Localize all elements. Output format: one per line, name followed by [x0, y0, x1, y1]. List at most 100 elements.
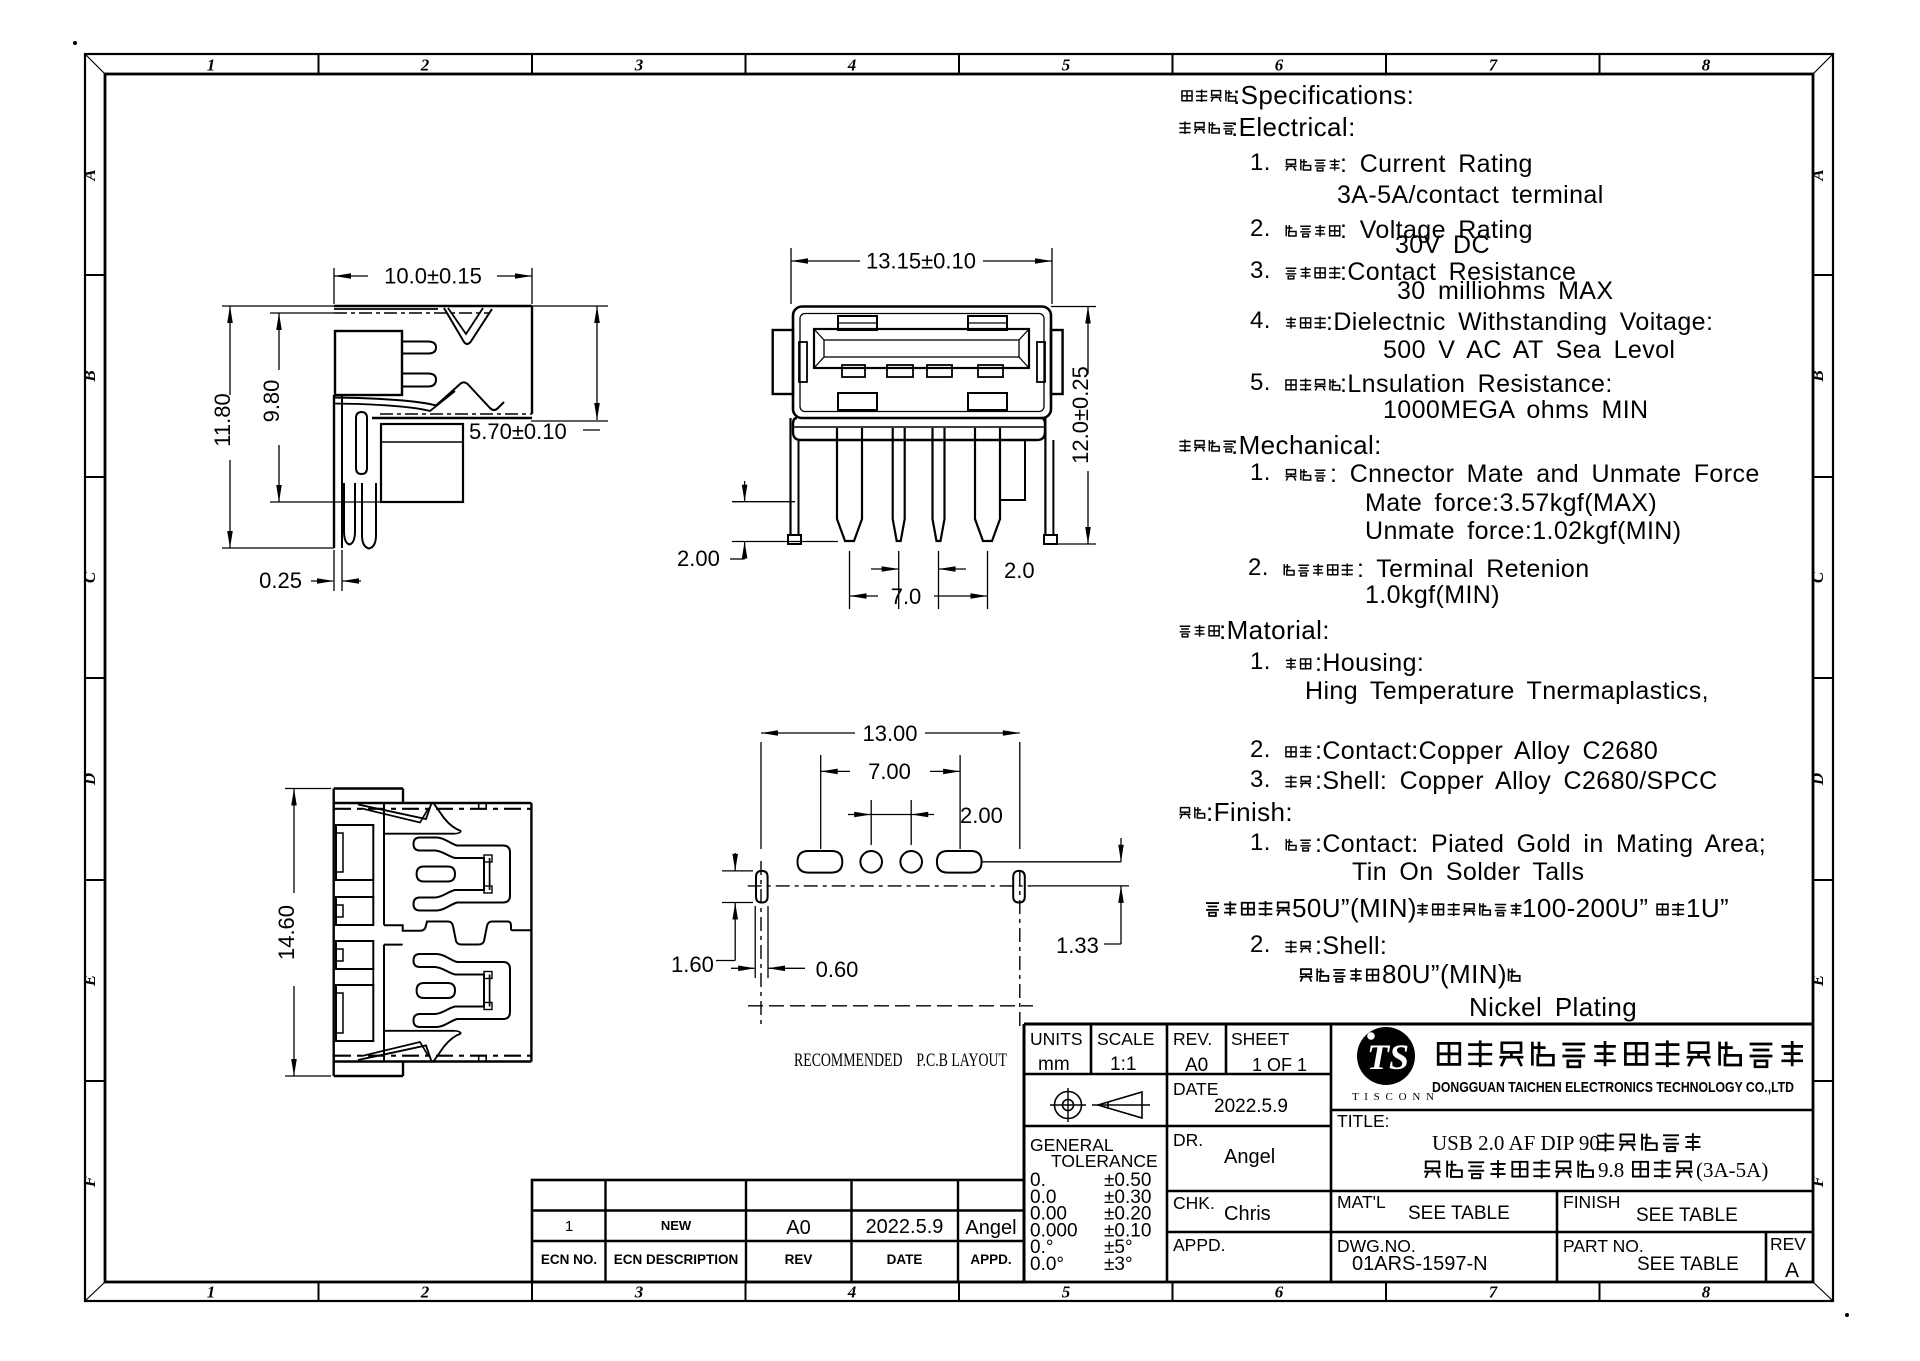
- svg-text:A0: A0: [786, 1217, 810, 1239]
- svg-text:±0.20: ±0.20: [1104, 1204, 1151, 1225]
- svg-text:1000MEGA ohms MIN: 1000MEGA ohms MIN: [1383, 396, 1649, 424]
- svg-text:0.°: 0.°: [1030, 1237, 1053, 1258]
- svg-text:F: F: [1808, 1175, 1827, 1188]
- svg-text:0.60: 0.60: [816, 957, 859, 982]
- svg-text:1.: 1.: [1250, 829, 1271, 856]
- svg-text:A: A: [1785, 1259, 1799, 1282]
- svg-text:A: A: [80, 169, 99, 181]
- svg-text::Shell:: :Shell:: [1315, 932, 1387, 960]
- svg-text::Contact: Piated Gold in Mati: :Contact: Piated Gold in Mating Area;: [1315, 830, 1766, 858]
- svg-text:5: 5: [1062, 1283, 1071, 1302]
- svg-text:DATE: DATE: [887, 1252, 923, 1267]
- svg-text:01ARS-1597-N: 01ARS-1597-N: [1352, 1253, 1488, 1275]
- svg-text:±0.30: ±0.30: [1104, 1187, 1151, 1208]
- svg-text:Unmate force:1.02kgf(MIN): Unmate force:1.02kgf(MIN): [1365, 517, 1682, 545]
- svg-text:USB 2.0 AF DIP 90: USB 2.0 AF DIP 90: [1432, 1131, 1600, 1155]
- svg-text:TOLERANCE: TOLERANCE: [1051, 1151, 1158, 1171]
- svg-text:1:1: 1:1: [1110, 1054, 1136, 1075]
- svg-text:2022.5.9: 2022.5.9: [866, 1216, 944, 1238]
- svg-text:80U”(MIN): 80U”(MIN): [1382, 959, 1507, 989]
- svg-text:14.60: 14.60: [274, 905, 299, 960]
- svg-text:13.00: 13.00: [862, 721, 917, 746]
- svg-text:C: C: [1808, 571, 1827, 583]
- svg-text:REV.: REV.: [1173, 1029, 1212, 1049]
- svg-text:FINISH: FINISH: [1563, 1192, 1620, 1212]
- svg-text::Dielectnic Withstanding Voita: :Dielectnic Withstanding Voitage:: [1326, 308, 1713, 336]
- svg-text:DATE: DATE: [1173, 1079, 1218, 1099]
- svg-text:REV: REV: [1770, 1234, 1806, 1254]
- svg-text:APPD.: APPD.: [970, 1252, 1011, 1267]
- svg-text:30 milliohms MAX: 30 milliohms MAX: [1397, 277, 1613, 305]
- svg-text:RECOMMENDED P.C.B LAYOUT: RECOMMENDED P.C.B LAYOUT: [794, 1050, 1007, 1071]
- svg-text:50U”(MIN): 50U”(MIN): [1292, 893, 1417, 923]
- svg-text:8: 8: [1702, 56, 1711, 75]
- svg-text:Hing Temperature Tnermaplast: Hing Temperature Tnermaplastics,: [1305, 677, 1709, 705]
- svg-text:9.80: 9.80: [259, 380, 284, 423]
- svg-text::Mechanical:: :Mechanical:: [1231, 430, 1382, 460]
- svg-text:6: 6: [1275, 1283, 1284, 1302]
- svg-text:6: 6: [1275, 56, 1284, 75]
- svg-text:SCALE: SCALE: [1097, 1029, 1154, 1049]
- svg-text:7: 7: [1489, 56, 1499, 75]
- svg-text:30V DC: 30V DC: [1395, 231, 1490, 259]
- svg-text:D: D: [80, 773, 99, 786]
- svg-text:Angel: Angel: [1224, 1146, 1275, 1168]
- svg-text:1.: 1.: [1250, 149, 1271, 176]
- svg-text:1 OF 1: 1 OF 1: [1252, 1055, 1307, 1075]
- svg-text:GENERAL: GENERAL: [1030, 1135, 1114, 1155]
- svg-text:C: C: [80, 571, 99, 583]
- svg-text:5: 5: [1062, 56, 1071, 75]
- svg-text:0.00: 0.00: [1030, 1204, 1067, 1225]
- svg-text:0.0°: 0.0°: [1030, 1254, 1064, 1275]
- svg-text:DWG.NO.: DWG.NO.: [1337, 1236, 1416, 1256]
- svg-text:2.: 2.: [1250, 931, 1271, 958]
- svg-text:10.0±0.15: 10.0±0.15: [384, 264, 482, 289]
- svg-text:1.: 1.: [1250, 459, 1271, 486]
- svg-text:2.00: 2.00: [960, 803, 1003, 828]
- svg-text:±5°: ±5°: [1104, 1237, 1133, 1258]
- svg-text:DR.: DR.: [1173, 1130, 1203, 1150]
- svg-text:1: 1: [207, 1283, 216, 1302]
- svg-text:SEE TABLE: SEE TABLE: [1636, 1205, 1738, 1226]
- svg-text:Chris: Chris: [1224, 1203, 1271, 1225]
- svg-text::Finish:: :Finish:: [1206, 797, 1293, 827]
- svg-text:2.00: 2.00: [677, 546, 720, 571]
- svg-text:13.15±0.10: 13.15±0.10: [866, 249, 976, 274]
- svg-text:±0.10: ±0.10: [1104, 1220, 1151, 1241]
- svg-text:0.25: 0.25: [259, 568, 302, 593]
- svg-text:T I S C O N N: T I S C O N N: [1352, 1091, 1435, 1103]
- svg-text:3.: 3.: [1250, 257, 1271, 284]
- svg-text:A: A: [1808, 169, 1827, 181]
- svg-text:1.: 1.: [1250, 648, 1271, 675]
- svg-text:±3°: ±3°: [1104, 1254, 1133, 1275]
- svg-text:E: E: [1808, 975, 1827, 987]
- svg-text:APPD.: APPD.: [1173, 1235, 1226, 1255]
- svg-text:1U”: 1U”: [1686, 893, 1729, 923]
- svg-text:4.: 4.: [1250, 307, 1271, 334]
- svg-text:: Cnnector Mate and Unmate For: : Cnnector Mate and Unmate Force: [1330, 460, 1760, 488]
- svg-text:mm: mm: [1038, 1054, 1070, 1075]
- svg-text::Specifications:: :Specifications:: [1233, 80, 1414, 110]
- svg-text:±0.50: ±0.50: [1104, 1170, 1151, 1191]
- svg-text::Electrical:: :Electrical:: [1231, 112, 1356, 142]
- svg-text:B: B: [1808, 370, 1827, 382]
- svg-text:3: 3: [634, 56, 644, 75]
- svg-text:CHK.: CHK.: [1173, 1193, 1215, 1213]
- svg-text:E: E: [80, 975, 99, 987]
- svg-text:8: 8: [1702, 1283, 1711, 1302]
- svg-text:ECN DESCRIPTION: ECN DESCRIPTION: [614, 1252, 739, 1267]
- svg-text:3A-5A/contact terminal: 3A-5A/contact terminal: [1337, 181, 1604, 209]
- svg-text:0.0: 0.0: [1030, 1187, 1056, 1208]
- svg-text:UNITS: UNITS: [1030, 1029, 1083, 1049]
- svg-text:4: 4: [847, 56, 857, 75]
- svg-text:NEW: NEW: [661, 1218, 692, 1233]
- svg-text:Nickel Plating: Nickel Plating: [1469, 992, 1637, 1022]
- svg-text:: Current Rating: : Current Rating: [1340, 150, 1533, 178]
- svg-text:7.00: 7.00: [868, 759, 911, 784]
- svg-text:0.: 0.: [1030, 1170, 1046, 1191]
- svg-text:7.0: 7.0: [891, 584, 922, 609]
- svg-text:3.: 3.: [1250, 766, 1271, 793]
- svg-text:Tin On Solder Talls: Tin On Solder Talls: [1352, 858, 1584, 886]
- svg-text:(3A-5A): (3A-5A): [1696, 1158, 1768, 1182]
- svg-text:9.8: 9.8: [1598, 1158, 1624, 1182]
